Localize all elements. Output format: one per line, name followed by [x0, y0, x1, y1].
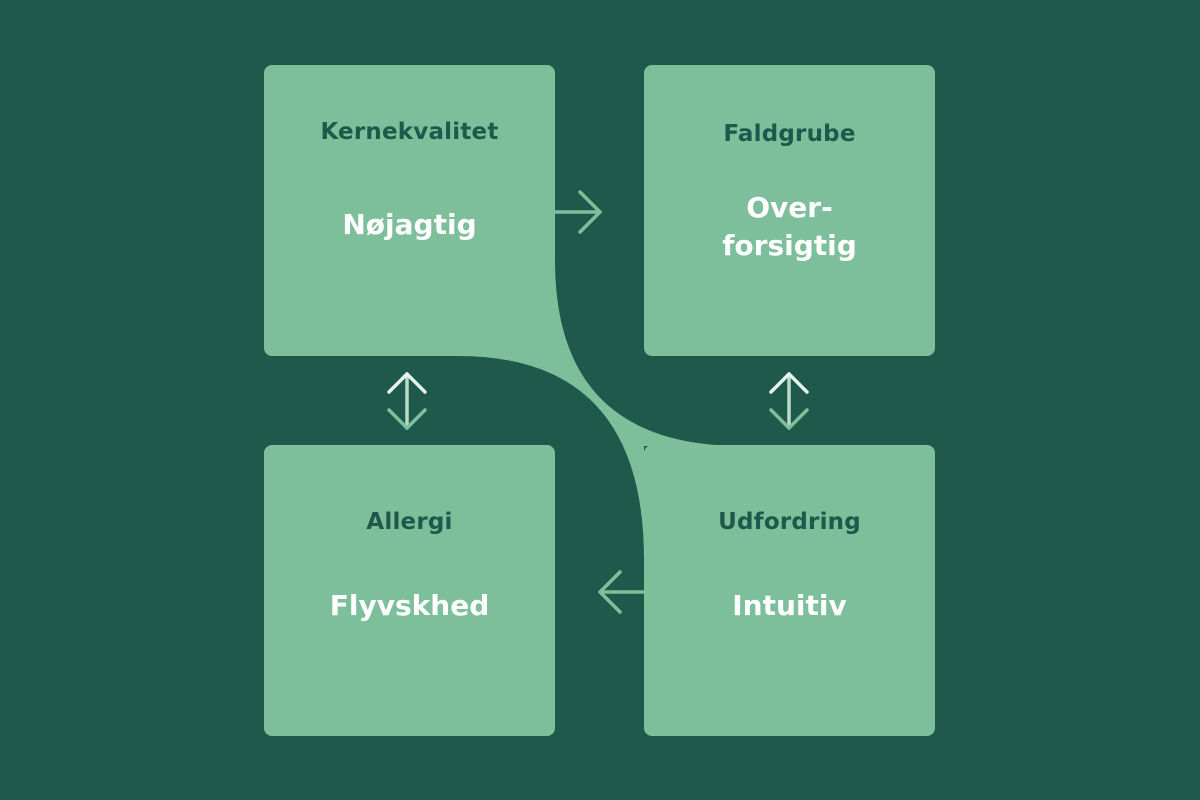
core-quality-value: Nøjagtig: [342, 208, 477, 241]
allergy-box: Allergi Flyvskhed: [264, 445, 555, 736]
pitfall-value: Over- forsigtig: [722, 191, 857, 262]
arrow-right-icon: [554, 190, 602, 234]
double-vertical-arrow-icon-left: [387, 372, 427, 430]
double-vertical-arrow-icon-right: [769, 372, 809, 430]
core-quality-box: Kernekvalitet Nøjagtig: [264, 65, 555, 356]
allergy-value: Flyvskhed: [329, 589, 490, 622]
allergy-title: Allergi: [366, 509, 453, 535]
challenge-value: Intuitiv: [732, 589, 847, 622]
challenge-box: Udfordring Intuitiv: [644, 445, 935, 736]
pitfall-title: Faldgrube: [723, 121, 856, 147]
arrow-left-icon: [598, 570, 646, 614]
challenge-title: Udfordring: [718, 509, 861, 535]
core-quality-title: Kernekvalitet: [320, 119, 499, 145]
pitfall-box: Faldgrube Over- forsigtig: [644, 65, 935, 356]
